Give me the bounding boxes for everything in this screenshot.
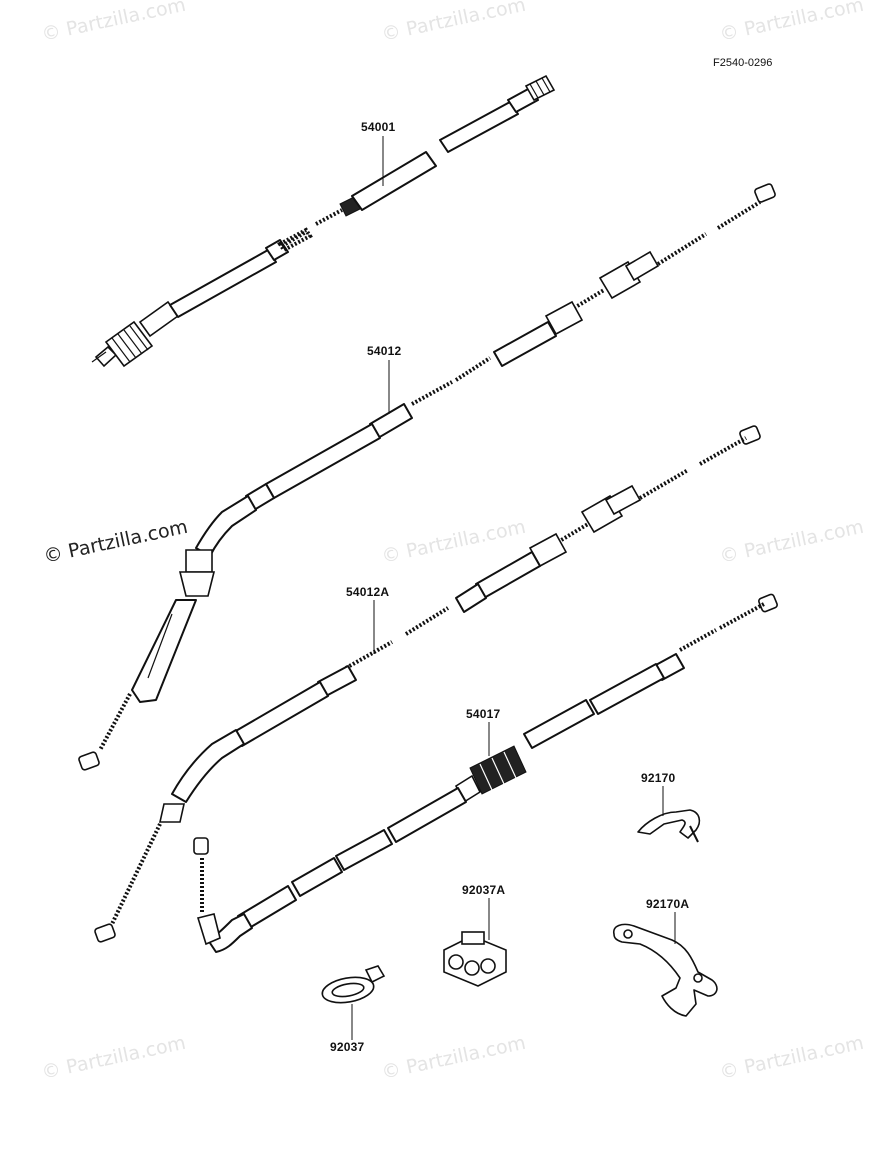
cable-54017-drawing[interactable] — [193, 593, 778, 953]
part-label-92037a[interactable]: 92037A — [462, 883, 506, 897]
clip-92170-drawing[interactable] — [637, 809, 701, 843]
diagram-code: F2540-0296 — [713, 57, 773, 69]
cable-54012-drawing[interactable] — [78, 183, 776, 771]
part-label-54012a[interactable]: 54012A — [346, 585, 390, 599]
part-label-92170a[interactable]: 92170A — [646, 897, 690, 911]
part-label-54001[interactable]: 54001 — [361, 120, 396, 134]
part-label-54017[interactable]: 54017 — [466, 707, 501, 721]
clamp-92037a-drawing[interactable] — [443, 931, 507, 987]
grommet-92037-drawing[interactable] — [320, 965, 386, 1006]
cable-54001-drawing[interactable] — [91, 74, 556, 368]
part-label-92037[interactable]: 92037 — [330, 1040, 365, 1054]
part-label-54012[interactable]: 54012 — [367, 344, 402, 358]
bracket-92170a-drawing[interactable] — [612, 923, 718, 1017]
cable-54012a-drawing[interactable] — [94, 425, 761, 943]
part-label-92170[interactable]: 92170 — [641, 771, 676, 785]
